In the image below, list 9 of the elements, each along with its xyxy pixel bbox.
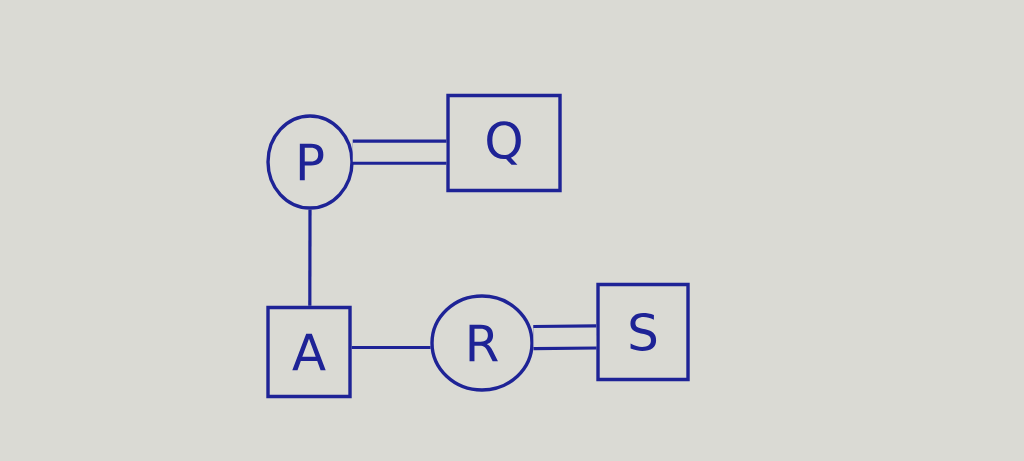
- double-line: [533, 324, 597, 351]
- connector-line: [308, 209, 312, 306]
- square-node: S: [596, 282, 690, 382]
- connector-line: [351, 345, 431, 350]
- square-node: A: [266, 305, 352, 399]
- square-node: Q: [446, 93, 562, 193]
- circle-node: P: [266, 114, 354, 210]
- circle-node: R: [430, 294, 534, 392]
- double-line: [352, 139, 447, 165]
